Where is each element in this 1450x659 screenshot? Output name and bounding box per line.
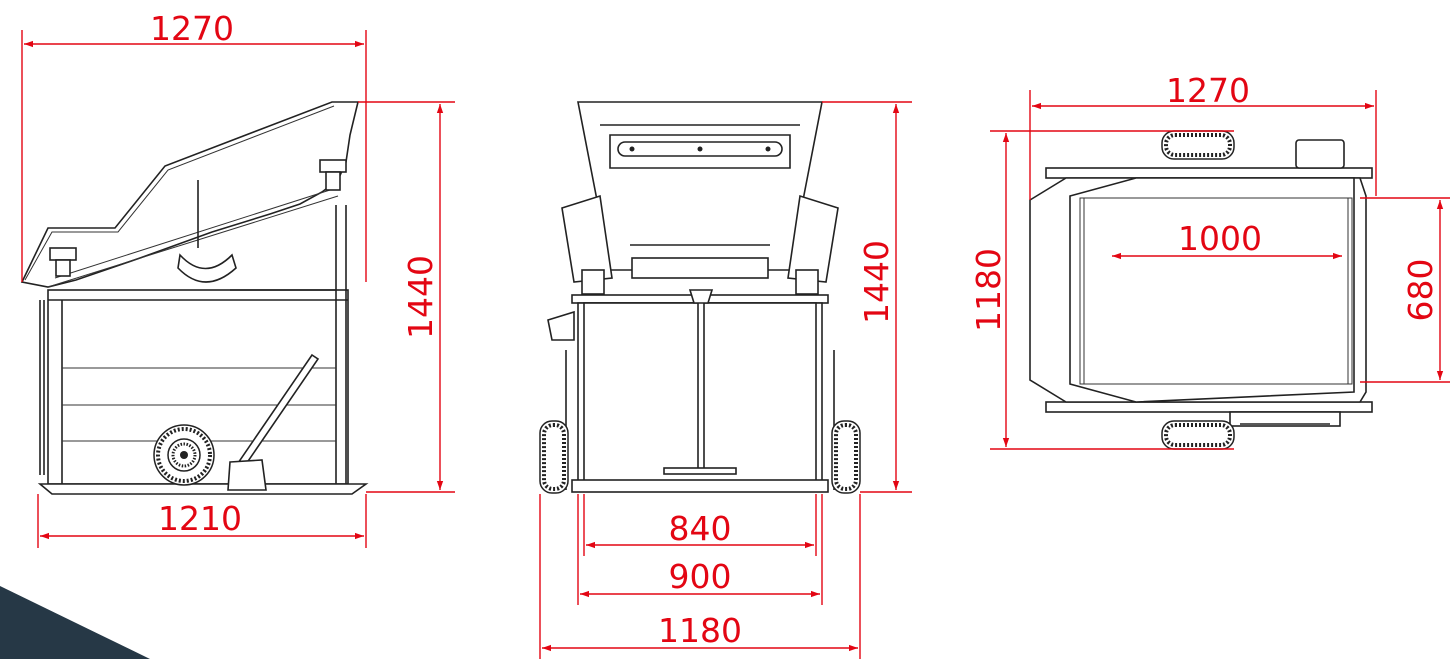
top-width-label: 1180 (969, 248, 1008, 332)
corner-shape (0, 586, 150, 659)
top-view-dimensions (990, 90, 1450, 450)
front-height-label: 1440 (857, 240, 896, 324)
front-view (539, 101, 861, 494)
front-frame-width-label: 900 (669, 557, 732, 596)
top-length-label: 1270 (1166, 71, 1250, 110)
side-length-label: 1270 (150, 9, 234, 48)
front-inner-width-label: 840 (669, 509, 732, 548)
side-view (20, 101, 369, 495)
side-height-label: 1440 (401, 255, 440, 339)
side-base-label: 1210 (158, 499, 242, 538)
top-view (1029, 130, 1373, 450)
top-bin-width-label: 680 (1401, 259, 1440, 322)
side-view-dimensions (21, 30, 455, 548)
top-bin-length-label: 1000 (1178, 219, 1262, 258)
front-view-dimensions (539, 101, 912, 659)
front-overall-width-label: 1180 (658, 611, 742, 650)
